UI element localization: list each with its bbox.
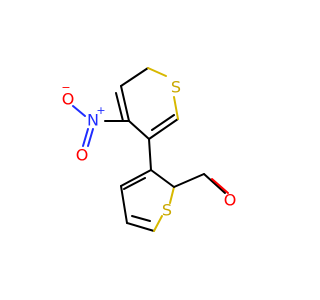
oxygen-atom-nitro-double: O: [76, 146, 89, 165]
chemical-structure-diagram: S S N + O − O O: [61, 67, 236, 232]
nitrogen-positive-charge: +: [96, 104, 105, 117]
oxygen-atom-nitro-minus: O: [62, 90, 75, 109]
oxygen-negative-charge: −: [61, 81, 70, 94]
atom-labels: S S N + O − O O: [61, 78, 236, 220]
bond-lines: [72, 67, 229, 232]
nitrogen-atom: N: [87, 111, 99, 130]
oxygen-atom-aldehyde: O: [224, 191, 237, 210]
sulfur-atom-upper: S: [171, 78, 181, 97]
sulfur-atom-lower: S: [162, 201, 172, 220]
